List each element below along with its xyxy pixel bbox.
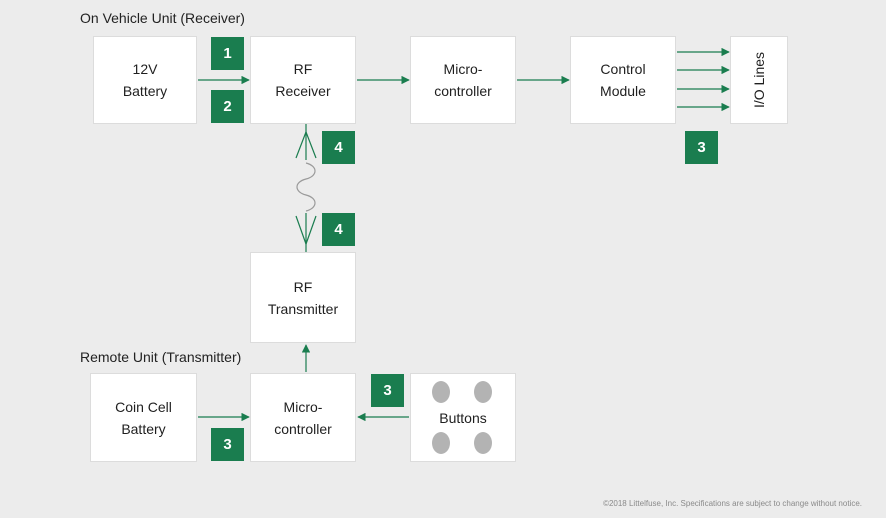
rf-transmitter-label: RF Transmitter	[267, 278, 339, 317]
buttons-label: Buttons	[439, 409, 487, 426]
vehicle-microcontroller-label: Micro- controller	[434, 61, 492, 99]
control-module-label: Control Module	[600, 61, 646, 99]
rf-receiver-block: RF Receiver	[251, 37, 355, 123]
remote-microcontroller-label: Micro- controller	[274, 398, 332, 437]
badge-3-io: 3	[685, 131, 718, 164]
badge-2: 2	[211, 90, 244, 123]
button-dot-bottom-right	[474, 432, 492, 454]
badge-4-receiver: 4	[322, 131, 355, 164]
badge-3-coin-cell: 3	[211, 428, 244, 461]
vehicle-unit-title: On Vehicle Unit (Receiver)	[80, 10, 245, 26]
transmitter-antenna	[295, 213, 317, 252]
badge-1: 1	[211, 37, 244, 70]
vehicle-microcontroller-block: Micro- controller	[411, 37, 515, 123]
receiver-antenna	[295, 124, 317, 160]
coin-cell-battery-label: Coin Cell Battery	[115, 398, 172, 437]
rf-transmitter-block: RF Transmitter	[251, 253, 355, 342]
battery-12v-label: 12V Battery	[122, 61, 168, 99]
io-lines-block: I/O Lines	[731, 37, 787, 123]
battery-12v-block: 12V Battery	[94, 37, 196, 123]
copyright-footer: ©2018 Littelfuse, Inc. Specifications ar…	[603, 499, 862, 508]
button-dot-top-left	[432, 381, 450, 403]
button-dot-bottom-left	[432, 432, 450, 454]
remote-unit-title: Remote Unit (Transmitter)	[80, 349, 242, 365]
io-lines-label: I/O Lines	[751, 51, 767, 109]
badge-3-buttons: 3	[371, 374, 404, 407]
rf-receiver-label: RF Receiver	[275, 61, 331, 99]
rf-wave	[296, 162, 316, 212]
control-module-block: Control Module	[571, 37, 675, 123]
buttons-block: Buttons	[411, 374, 515, 461]
coin-cell-battery-block: Coin Cell Battery	[91, 374, 196, 461]
button-dot-top-right	[474, 381, 492, 403]
remote-microcontroller-block: Micro- controller	[251, 374, 355, 461]
badge-4-transmitter: 4	[322, 213, 355, 246]
